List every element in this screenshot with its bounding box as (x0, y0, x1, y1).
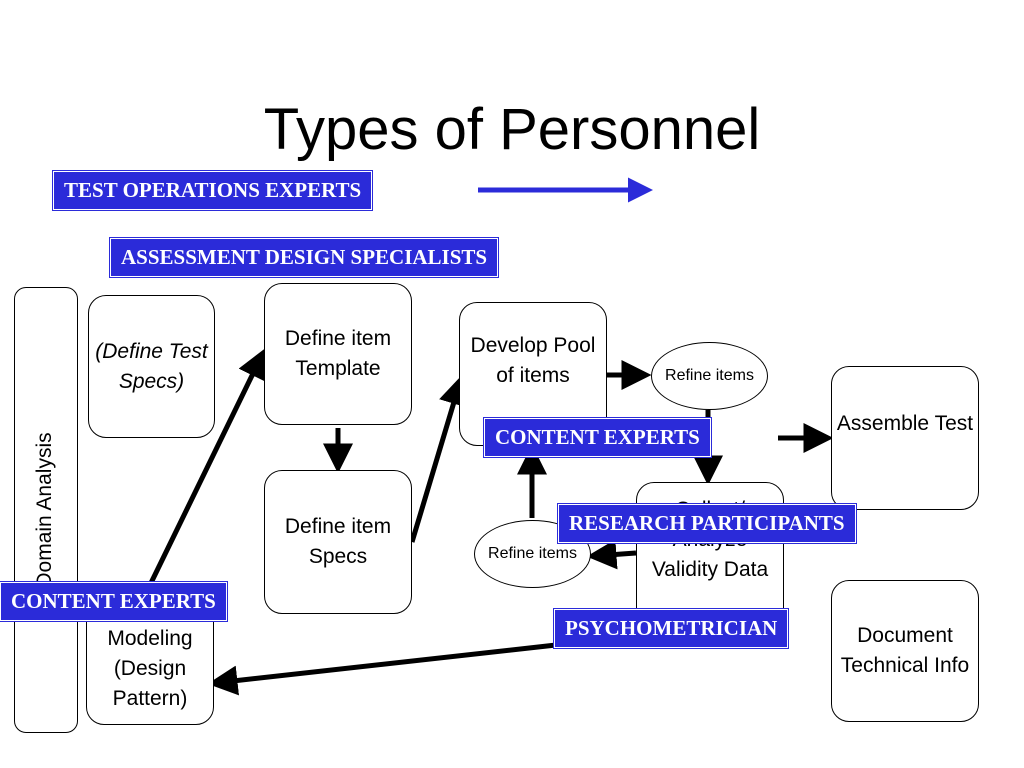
define-item-template-box: Define item Template (264, 283, 412, 425)
assessment-design-tag: ASSESSMENT DESIGN SPECIALISTS (108, 237, 500, 278)
modeling-label: Modeling (Design Pattern) (107, 627, 193, 710)
domain-analysis-box: Domain Analysis (14, 287, 78, 733)
document-technical-info-label: Document Technical Info (840, 624, 970, 677)
arrow-collect-to-refine (586, 539, 637, 570)
assemble-test-label: Assemble Test (836, 412, 974, 435)
arrow-modeling-to-template (147, 348, 266, 587)
refine-items-bottom-label: Refine items (488, 545, 577, 562)
define-item-specs-label: Define item Specs (284, 515, 392, 568)
document-technical-info-box: Document Technical Info (831, 580, 979, 722)
slide-title: Types of Personnel (263, 97, 761, 162)
refine-items-top-label: Refine items (665, 367, 754, 384)
refine-items-top-oval: Refine items (651, 342, 768, 410)
domain-analysis-label: Domain Analysis (33, 432, 56, 588)
content-experts-left-tag: CONTENT EXPERTS (0, 581, 228, 622)
research-participants-tag: RESEARCH PARTICIPANTS (557, 503, 857, 544)
develop-pool-label: Develop Pool of items (470, 334, 596, 387)
define-item-template-label: Define item Template (284, 327, 392, 380)
assemble-test-box: Assemble Test (831, 366, 979, 510)
test-operations-tag: TEST OPERATIONS EXPERTS (51, 170, 374, 211)
psychometrician-tag: PSYCHOMETRICIAN (552, 608, 790, 649)
arrow-to-modeling (207, 642, 557, 696)
define-test-specs-box: (Define Test Specs) (88, 295, 215, 438)
define-item-specs-box: Define item Specs (264, 470, 412, 614)
define-test-specs-label: (Define Test Specs) (95, 339, 208, 393)
content-experts-right-tag: CONTENT EXPERTS (483, 417, 712, 458)
arrow-specs-to-pool (409, 374, 468, 543)
